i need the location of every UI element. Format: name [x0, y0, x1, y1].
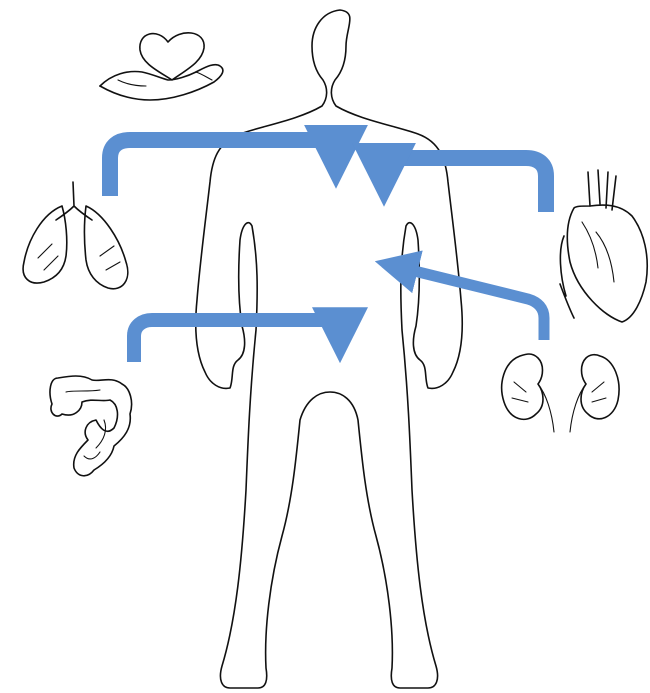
arrow-lungs-to-body: [110, 140, 336, 196]
intestines-icon: [50, 376, 132, 476]
arrow-kidneys-to-body: [394, 266, 544, 340]
lungs-icon: [23, 182, 128, 289]
heart-icon: [560, 170, 647, 322]
heart-in-hand-icon: [100, 33, 223, 100]
human-body-silhouette-icon: [196, 10, 463, 688]
arrow-intestines-to-body: [134, 320, 340, 362]
kidneys-icon: [502, 354, 619, 432]
arrow-heart-to-body: [384, 158, 546, 212]
